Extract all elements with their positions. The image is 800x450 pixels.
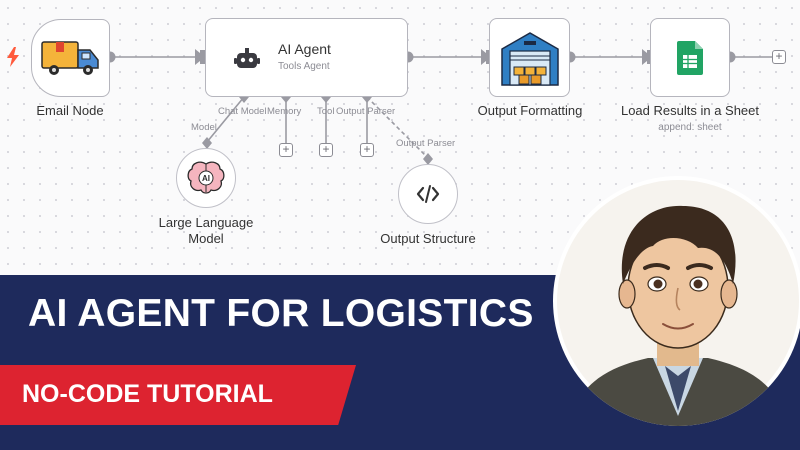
bolt-icon xyxy=(7,47,19,67)
code-icon xyxy=(416,185,440,203)
presenter-avatar xyxy=(553,176,800,426)
email-node[interactable] xyxy=(31,19,110,97)
add-node-button[interactable]: + xyxy=(772,50,786,64)
sheets-icon xyxy=(677,40,703,75)
ai-agent-node[interactable]: AI Agent Tools Agent xyxy=(205,18,408,97)
banner-title: AI AGENT FOR LOGISTICS xyxy=(28,292,534,335)
add-output-parser-button[interactable]: + xyxy=(360,143,374,157)
red-ribbon xyxy=(0,365,356,425)
output-structure-node[interactable] xyxy=(398,164,458,224)
output-formatting-node[interactable] xyxy=(489,18,570,97)
output-formatting-label: Output Formatting xyxy=(477,103,583,118)
truck-icon xyxy=(40,41,99,75)
structure-port-label: Output Parser xyxy=(396,138,456,149)
port-chat-model: Chat Model xyxy=(218,106,267,117)
ai-agent-subtitle: Tools Agent xyxy=(278,61,330,72)
llm-port-label: Model xyxy=(191,122,217,133)
llm-node[interactable]: AI xyxy=(176,148,236,208)
llm-label-line1: Large Language xyxy=(158,215,254,230)
llm-icon-text: AI xyxy=(202,174,210,183)
sheet-node[interactable] xyxy=(650,18,730,97)
sheet-node-label: Load Results in a Sheet xyxy=(620,103,760,118)
port-memory: Memory xyxy=(267,106,302,117)
llm-label-line2: Model xyxy=(188,231,224,246)
email-node-label: Email Node xyxy=(36,103,104,118)
output-structure-label: Output Structure xyxy=(380,231,476,246)
ribbon-text: NO-CODE TUTORIAL xyxy=(22,380,273,408)
ai-agent-title: AI Agent xyxy=(278,41,331,57)
port-tool: Tool xyxy=(317,106,335,117)
add-memory-button[interactable]: + xyxy=(279,143,293,157)
add-tool-button[interactable]: + xyxy=(319,143,333,157)
warehouse-icon xyxy=(500,31,559,86)
brain-icon: AI xyxy=(187,161,225,194)
sheet-node-subtitle: append: sheet xyxy=(658,122,722,133)
robot-icon xyxy=(234,48,260,68)
port-output-parser: Output Parser xyxy=(336,106,396,117)
